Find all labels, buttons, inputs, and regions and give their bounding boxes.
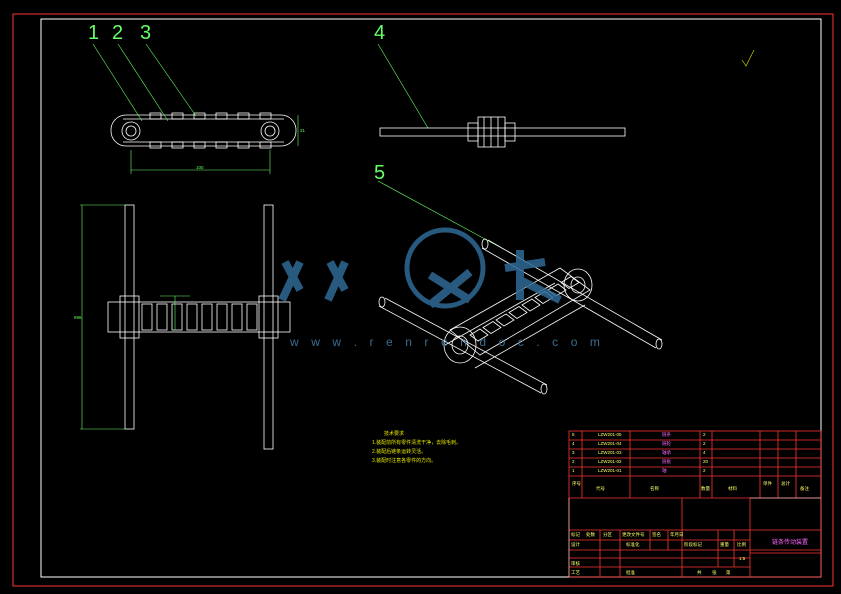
side-chain-link bbox=[141, 303, 153, 331]
parts-cell-name: 链轮 bbox=[662, 441, 671, 446]
parts-cell-name: 轴承 bbox=[662, 450, 671, 455]
callout-2: 2 bbox=[112, 22, 124, 44]
iso-chain-link bbox=[521, 298, 541, 312]
side-chain-link bbox=[246, 303, 258, 331]
watermark-url: w w w . r e n r e n d o c . c o m bbox=[290, 335, 605, 349]
side-chain-link bbox=[186, 303, 198, 331]
note-item: 1.装配前所有零件清洗干净，去除毛刺。 bbox=[372, 440, 462, 446]
label-review: 审核 bbox=[571, 561, 580, 566]
scale-value: 1:5 bbox=[739, 556, 746, 561]
iso-chain-link bbox=[482, 321, 502, 334]
dim-left-height: 896 bbox=[74, 315, 82, 320]
side-view bbox=[107, 204, 291, 450]
outer-frame bbox=[12, 13, 834, 587]
note-item: 3.装配时注意各零件的方向。 bbox=[372, 458, 437, 464]
label-sheets: 共 bbox=[697, 570, 702, 575]
side-chain-link bbox=[171, 303, 183, 331]
shaft-view bbox=[379, 116, 626, 148]
parts-cell-no: 1 bbox=[572, 468, 575, 473]
chain-tooth bbox=[259, 112, 272, 120]
parts-cell-no: 4 bbox=[572, 441, 575, 446]
chain-tooth bbox=[215, 141, 228, 149]
parts-cell-name: 链条 bbox=[662, 432, 671, 437]
header-qty: 数量 bbox=[701, 486, 710, 491]
parts-cell-no: 5 bbox=[572, 432, 575, 437]
side-view-dimensions bbox=[80, 204, 190, 430]
label-designer: 设计 bbox=[571, 542, 580, 547]
top-view-dimensions bbox=[130, 115, 299, 174]
parts-cell-qty: 4 bbox=[703, 450, 706, 455]
label-stage-mark: 阶段标记 bbox=[684, 542, 702, 547]
dim-top-length: 100 bbox=[196, 165, 204, 170]
callout-leaders bbox=[92, 43, 521, 259]
callout-4: 4 bbox=[374, 22, 386, 44]
title-block-inner-lines bbox=[568, 497, 821, 577]
chain-tooth bbox=[193, 112, 206, 120]
label-count: 处数 bbox=[586, 532, 595, 537]
chain-tooth bbox=[237, 112, 250, 120]
header-remark: 备注 bbox=[800, 486, 809, 491]
iso-chain-link bbox=[495, 313, 515, 327]
side-chain-link bbox=[231, 303, 243, 331]
parts-cell-qty: 2 bbox=[703, 441, 706, 446]
header-no: 序号 bbox=[572, 481, 581, 486]
header-total-weight: 总计 bbox=[781, 481, 790, 486]
side-chain-link bbox=[156, 303, 168, 331]
parts-cell-code: LZW201-04 bbox=[598, 441, 622, 446]
chain-tooth bbox=[215, 112, 228, 120]
parts-cell-code: LZW201-01 bbox=[598, 468, 622, 473]
chain-tooth bbox=[193, 141, 206, 149]
label-sheet-no: 第 bbox=[726, 570, 731, 575]
iso-chain-link bbox=[560, 276, 580, 289]
callout-1: 1 bbox=[88, 22, 100, 44]
label-date: 年月日 bbox=[670, 532, 684, 537]
drawing-border bbox=[40, 18, 822, 578]
roughness-symbol bbox=[741, 49, 755, 67]
parts-cell-no: 2 bbox=[572, 459, 575, 464]
parts-cell-code: LZW201-05 bbox=[598, 432, 622, 437]
chain-tooth bbox=[149, 141, 162, 149]
drawing-title: 链条传动装置 bbox=[772, 540, 809, 546]
iso-chain-link bbox=[508, 306, 528, 319]
dim-top-height: 31 bbox=[300, 128, 306, 133]
callout-3: 3 bbox=[140, 22, 152, 44]
chain-tooth bbox=[237, 141, 250, 149]
header-name: 名称 bbox=[650, 486, 659, 491]
label-weight: 重量 bbox=[720, 542, 729, 547]
label-process: 工艺 bbox=[571, 570, 580, 575]
top-chain-view bbox=[110, 112, 297, 149]
technical-notes: 技术要求 1.装配前所有零件清洗干净，去除毛刺。 2.装配后链条运转灵活。 3.… bbox=[372, 430, 461, 466]
parts-cell-qty: 2 bbox=[703, 432, 706, 437]
watermark-logo bbox=[278, 227, 562, 309]
label-zone: 分区 bbox=[603, 532, 612, 537]
label-scale: 比例 bbox=[737, 542, 746, 547]
parts-cell-code: LZW201-03 bbox=[598, 450, 622, 455]
label-mark: 标记 bbox=[571, 532, 580, 537]
label-change-doc: 更改文件号 bbox=[622, 532, 645, 537]
notes-title: 技术要求 bbox=[384, 431, 405, 437]
header-unit-weight: 单件 bbox=[763, 481, 772, 486]
note-item: 2.装配后链条运转灵活。 bbox=[372, 449, 427, 455]
parts-cell-no: 3 bbox=[572, 450, 575, 455]
iso-chain-link bbox=[469, 328, 489, 342]
chain-tooth bbox=[149, 112, 162, 120]
parts-cell-code: LZW201-02 bbox=[598, 459, 622, 464]
parts-cell-name: 轴 bbox=[662, 468, 667, 473]
side-chain-link bbox=[216, 303, 228, 331]
label-sheet: 张 bbox=[712, 570, 717, 575]
label-sign: 签名 bbox=[652, 532, 661, 537]
header-code: 代号 bbox=[596, 486, 605, 491]
side-chain-link bbox=[201, 303, 213, 331]
parts-cell-qty: 20 bbox=[703, 459, 709, 464]
callout-5: 5 bbox=[374, 162, 386, 184]
chain-tooth bbox=[171, 141, 184, 149]
chain-tooth bbox=[171, 112, 184, 120]
parts-cell-qty: 2 bbox=[703, 468, 706, 473]
label-approve: 批准 bbox=[626, 570, 635, 575]
header-material: 材料 bbox=[728, 486, 737, 491]
chain-tooth bbox=[259, 141, 272, 149]
label-standardization: 标准化 bbox=[626, 542, 640, 547]
parts-cell-name: 链板 bbox=[662, 459, 671, 464]
